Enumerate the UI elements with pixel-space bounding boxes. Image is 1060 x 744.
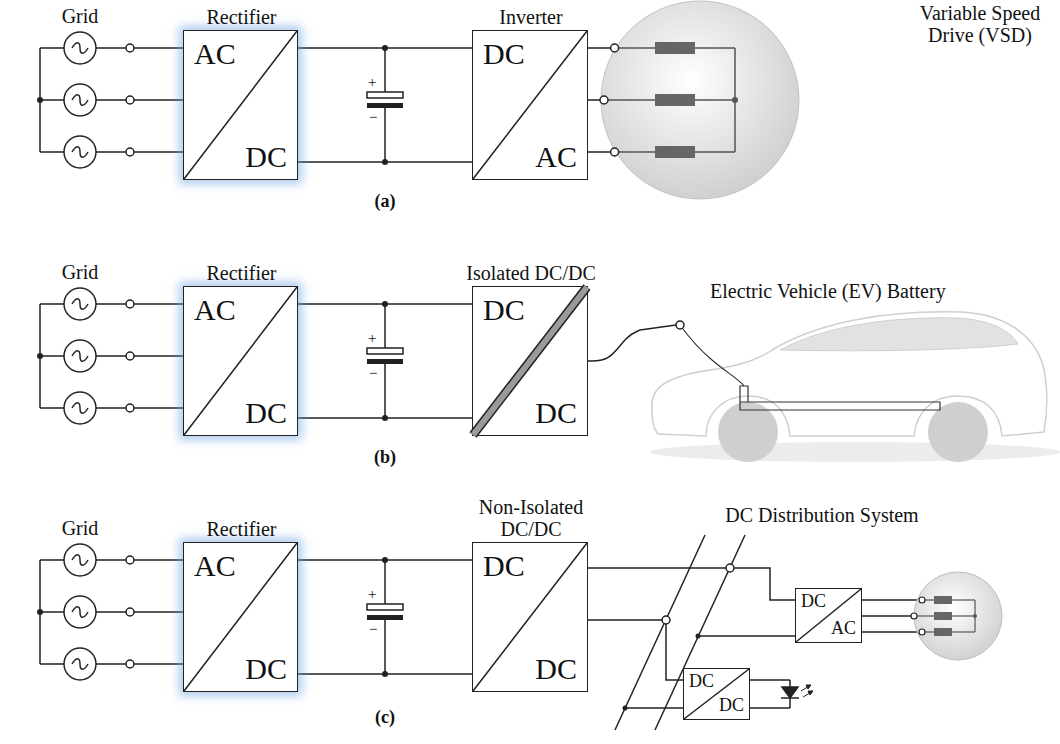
bus-wire: [625, 707, 683, 709]
motor-circle: Variable Speed Drive (VSD): [600, 0, 800, 200]
power-connector: [588, 330, 640, 361]
block-heading: Rectifier: [162, 6, 322, 28]
isolated-converter-box: Isolated DC/DCDCDC: [472, 286, 588, 436]
port-type-text: DC: [801, 592, 826, 612]
block-heading: Electric Vehicle (EV) Battery: [710, 280, 946, 302]
panel-label: (c): [375, 708, 395, 728]
polarity-sign: −: [369, 109, 377, 126]
system-label: DC Distribution System: [725, 504, 918, 526]
block-heading: Inverter: [451, 6, 611, 28]
power-connector: [588, 99, 600, 101]
inverter-box: InverterDCAC: [472, 30, 588, 180]
block-heading: Rectifier: [162, 518, 322, 540]
ev-car: Electric Vehicle (EV) Battery: [640, 300, 1050, 465]
polarity-sign: +: [368, 330, 376, 347]
car-illustration: [640, 300, 1050, 465]
block-heading: Rectifier: [162, 262, 322, 284]
block-heading: Isolated DC/DC: [431, 262, 631, 284]
small-motor: [860, 572, 1002, 660]
rectifier-box: RectifierACDC: [183, 542, 298, 692]
grid-label: Grid: [62, 5, 99, 27]
port-type-text: DC: [245, 396, 287, 429]
rectifier-box: RectifierACDC: [183, 30, 298, 180]
converter-box: Non-Isolated DC/DCDCDC: [472, 542, 588, 692]
block-heading: Variable Speed Drive (VSD): [915, 2, 1045, 46]
bus-wire: [698, 635, 795, 637]
panel-label: (a): [375, 192, 396, 212]
port-type-text: AC: [535, 140, 577, 173]
port-type-text: DC: [535, 396, 577, 429]
port-type-text: AC: [194, 549, 236, 582]
port-type-text: AC: [194, 37, 236, 70]
port-type-text: DC: [483, 549, 525, 582]
motor-illustration: [600, 0, 800, 200]
polarity-sign: +: [368, 74, 376, 91]
power-connector: [588, 620, 683, 680]
grid-label: Grid: [62, 517, 99, 539]
port-type-text: DC: [245, 140, 287, 173]
port-type-text: DC: [689, 672, 714, 692]
rectifier-box: RectifierACDC: [183, 286, 298, 436]
port-type-text: DC: [719, 696, 744, 716]
port-type-text: AC: [194, 293, 236, 326]
polarity-sign: −: [369, 621, 377, 638]
small-converter-box: DCAC: [795, 588, 862, 643]
polarity-sign: −: [369, 365, 377, 382]
port-type-text: DC: [535, 652, 577, 685]
polarity-sign: +: [368, 586, 376, 603]
grid-label: Grid: [62, 261, 99, 283]
port-type-text: AC: [831, 619, 856, 639]
led-symbol: [748, 680, 813, 708]
port-type-text: DC: [245, 652, 287, 685]
power-connector: [588, 568, 795, 600]
panel-label: (b): [374, 448, 396, 468]
port-type-text: DC: [483, 293, 525, 326]
small-converter-box: DCDC: [683, 668, 750, 720]
port-type-text: DC: [483, 37, 525, 70]
block-heading: Non-Isolated DC/DC: [466, 496, 596, 540]
